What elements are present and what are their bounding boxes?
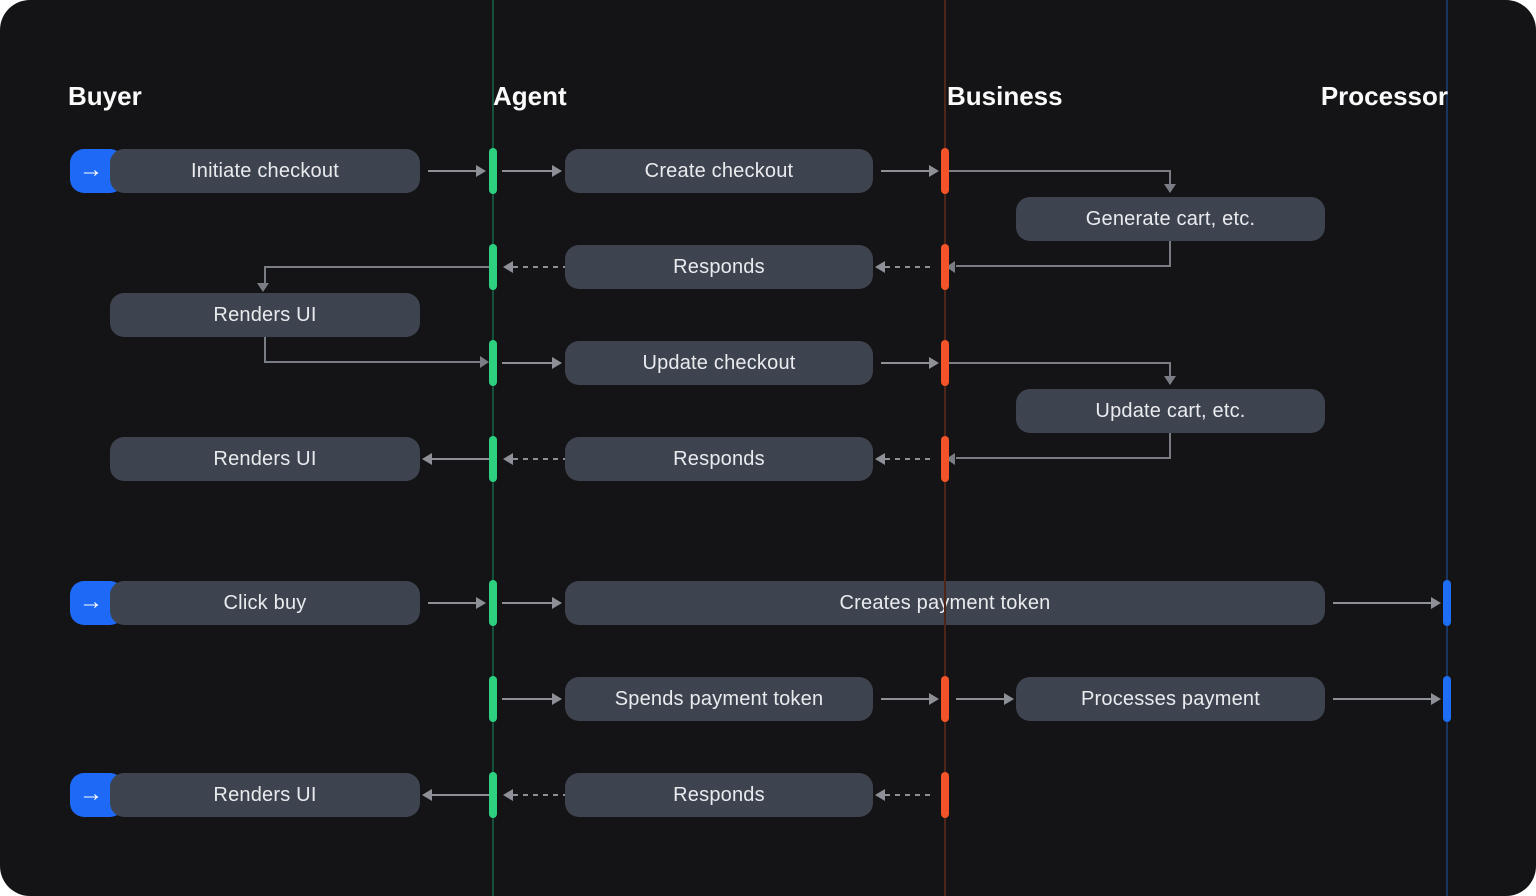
pill-label: Processes payment	[1080, 687, 1261, 710]
elbow-generate-cart-to-business	[956, 241, 1171, 267]
pill-responds-1: Responds	[565, 245, 873, 289]
pill-label: Update checkout	[642, 351, 796, 374]
business-activation	[941, 340, 949, 386]
elbow-business-to-generate-cart	[945, 170, 1171, 192]
business-activation	[941, 676, 949, 722]
lane-header-agent: Agent	[493, 81, 567, 111]
dashed-arrow-business-to-responds-3	[875, 789, 935, 801]
pill-label: Update cart, etc.	[1095, 399, 1246, 422]
agent-activation	[489, 436, 497, 482]
elbow-arrowhead-left	[946, 453, 955, 465]
lane-header-buyer: Buyer	[68, 81, 142, 111]
arrow-agent-to-create-checkout	[502, 165, 562, 177]
pill-label: Spends payment token	[614, 687, 824, 710]
processor-lifeline	[1446, 0, 1448, 896]
pill-label: Initiate checkout	[191, 159, 339, 182]
pill-spends-payment-token: Spends payment token	[565, 677, 873, 721]
business-activation	[941, 436, 949, 482]
pill-label: Renders UI	[213, 447, 317, 470]
arrow-right-icon: →	[79, 780, 103, 807]
processor-activation	[1443, 676, 1451, 722]
business-activation	[941, 772, 949, 818]
arrow-business-to-processes-payment	[956, 693, 1014, 705]
agent-activation	[489, 676, 497, 722]
pill-renders-ui-3: Renders UI	[110, 773, 420, 817]
arrow-agent-to-spends-token	[502, 693, 562, 705]
elbow-agent-to-renders-ui-1	[264, 266, 490, 288]
elbow-arrowhead-down	[1164, 184, 1176, 193]
agent-activation	[489, 340, 497, 386]
arrow-processes-payment-to-processor	[1333, 693, 1441, 705]
pill-click-buy: Click buy	[110, 581, 420, 625]
pill-label: Generate cart, etc.	[1085, 207, 1256, 230]
pill-label: Click buy	[223, 591, 307, 614]
arrow-right-icon: →	[79, 156, 103, 183]
elbow-update-cart-to-business	[956, 433, 1171, 459]
arrow-agent-to-creates-token	[502, 597, 562, 609]
arrow-creates-token-to-processor	[1333, 597, 1441, 609]
pill-responds-3: Responds	[565, 773, 873, 817]
dashed-arrow-responds-2-to-agent	[503, 453, 565, 465]
pill-generate-cart: Generate cart, etc.	[1016, 197, 1325, 241]
processor-activation	[1443, 580, 1451, 626]
elbow-arrowhead-right	[480, 356, 489, 368]
pill-label: Create checkout	[644, 159, 794, 182]
arrow-update-checkout-to-business	[881, 357, 939, 369]
arrow-spends-token-to-business	[881, 693, 939, 705]
dashed-arrow-responds-1-to-agent	[503, 261, 565, 273]
pill-responds-2: Responds	[565, 437, 873, 481]
arrow-agent-to-renders-ui-2	[422, 453, 489, 465]
pill-initiate-checkout: Initiate checkout	[110, 149, 420, 193]
agent-activation	[489, 772, 497, 818]
pill-create-checkout: Create checkout	[565, 149, 873, 193]
lane-header-processor: Processor	[1320, 81, 1448, 111]
business-activation	[941, 244, 949, 290]
arrow-create-checkout-to-business	[881, 165, 939, 177]
arrow-agent-to-renders-ui-3	[422, 789, 489, 801]
elbow-arrowhead-down	[1164, 376, 1176, 385]
pill-processes-payment: Processes payment	[1016, 677, 1325, 721]
pill-label: Renders UI	[213, 303, 317, 326]
dashed-arrow-responds-3-to-agent	[503, 789, 565, 801]
pill-update-cart: Update cart, etc.	[1016, 389, 1325, 433]
elbow-arrowhead-down	[257, 283, 269, 292]
dashed-arrow-business-to-responds-1	[875, 261, 935, 273]
business-activation	[941, 148, 949, 194]
arrow-agent-to-update-checkout	[502, 357, 562, 369]
agent-activation	[489, 148, 497, 194]
pill-label: Responds	[673, 447, 765, 470]
agent-activation	[489, 244, 497, 290]
pill-label: Renders UI	[213, 783, 317, 806]
pill-renders-ui-1: Renders UI	[110, 293, 420, 337]
pill-renders-ui-2: Renders UI	[110, 437, 420, 481]
arrow-right-icon: →	[79, 588, 103, 615]
elbow-renders-ui-1-to-agent	[264, 337, 484, 363]
agent-activation	[489, 580, 497, 626]
elbow-business-to-update-cart	[945, 362, 1171, 384]
arrow-buyer-to-agent	[428, 165, 486, 177]
lane-header-business: Business	[947, 81, 1063, 111]
arrow-click-buy-to-agent	[428, 597, 486, 609]
pill-label: Responds	[673, 255, 765, 278]
pill-update-checkout: Update checkout	[565, 341, 873, 385]
pill-label: Responds	[673, 783, 765, 806]
dashed-arrow-business-to-responds-2	[875, 453, 935, 465]
elbow-arrowhead-left	[946, 261, 955, 273]
